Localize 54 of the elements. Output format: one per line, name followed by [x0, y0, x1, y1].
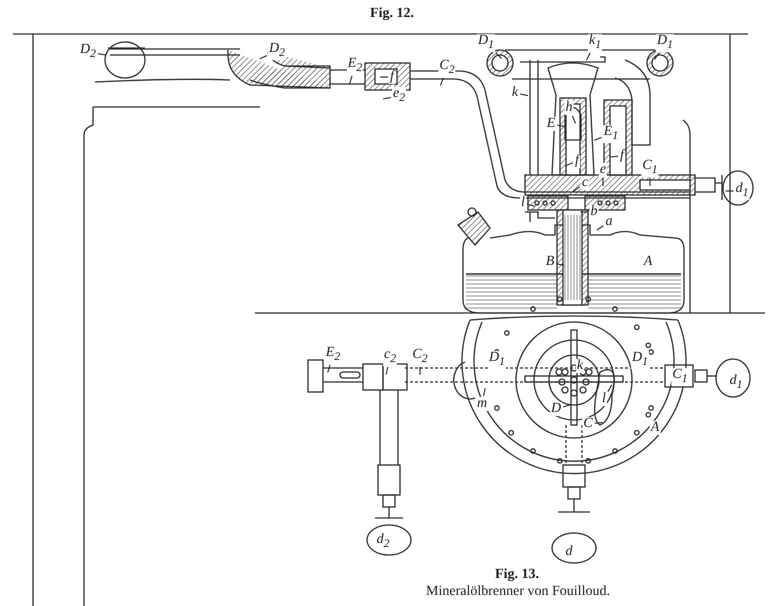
leader-line	[349, 75, 352, 84]
leader-line	[483, 388, 486, 396]
leader-line	[259, 55, 268, 60]
leader-line	[607, 384, 612, 392]
part-letter: f	[574, 154, 580, 168]
leader-line	[725, 190, 734, 192]
part-letter: l	[601, 392, 607, 406]
leader-line	[654, 52, 660, 60]
figure-number: Fig. 13.	[495, 567, 539, 583]
part-letter: D	[550, 402, 562, 416]
part-letter: C$_{1}$	[671, 368, 689, 386]
part-letter: c$_{2}$	[382, 348, 398, 366]
part-letter: k$_{1}$	[588, 34, 602, 52]
part-letter: c	[580, 176, 590, 190]
figure-caption: Mineralölbrenner von Fouilloud.	[426, 584, 610, 600]
leader-line	[562, 404, 572, 408]
part-letter: E	[546, 117, 556, 131]
part-letter: D$_{1}$	[488, 351, 506, 369]
leader-line	[440, 77, 444, 86]
leader-line	[572, 186, 580, 192]
part-letter: D$_{1}$	[631, 351, 649, 369]
leader-line	[602, 178, 604, 186]
leader-line	[327, 364, 330, 374]
leader-line	[380, 76, 389, 78]
leader-line	[520, 94, 528, 96]
part-letter: E$_{1}$	[602, 125, 620, 143]
part-letter: D$_{1}$	[477, 34, 495, 52]
leader-line	[610, 156, 619, 158]
leader-line	[594, 136, 602, 141]
part-letter: d$_{1}$	[734, 182, 750, 200]
leader-line	[495, 52, 502, 60]
leader-line	[386, 366, 388, 376]
leader-line	[556, 263, 564, 266]
part-letter: C	[582, 417, 594, 431]
leader-line	[382, 97, 392, 100]
leader-line	[572, 116, 576, 124]
part-letter: k	[576, 359, 584, 373]
part-letter: m	[476, 397, 488, 411]
leader-line	[594, 422, 604, 424]
leader-line	[98, 53, 106, 56]
part-letter: h	[564, 101, 574, 115]
part-letter: f	[389, 70, 395, 84]
leader-line	[565, 162, 574, 166]
leader-line	[586, 52, 591, 61]
part-letter: f	[619, 149, 625, 163]
part-letter: A	[650, 421, 660, 435]
part-letter: C$_{1}$	[641, 159, 659, 177]
leader-line	[556, 124, 566, 128]
figure-number: Fig. 12.	[370, 6, 414, 22]
part-letter: D$_{1}$	[656, 34, 674, 52]
part-letter: e	[598, 163, 608, 177]
leader-line	[596, 225, 604, 231]
part-letter: D$_{2}$	[268, 42, 286, 60]
leader-line	[526, 204, 536, 207]
